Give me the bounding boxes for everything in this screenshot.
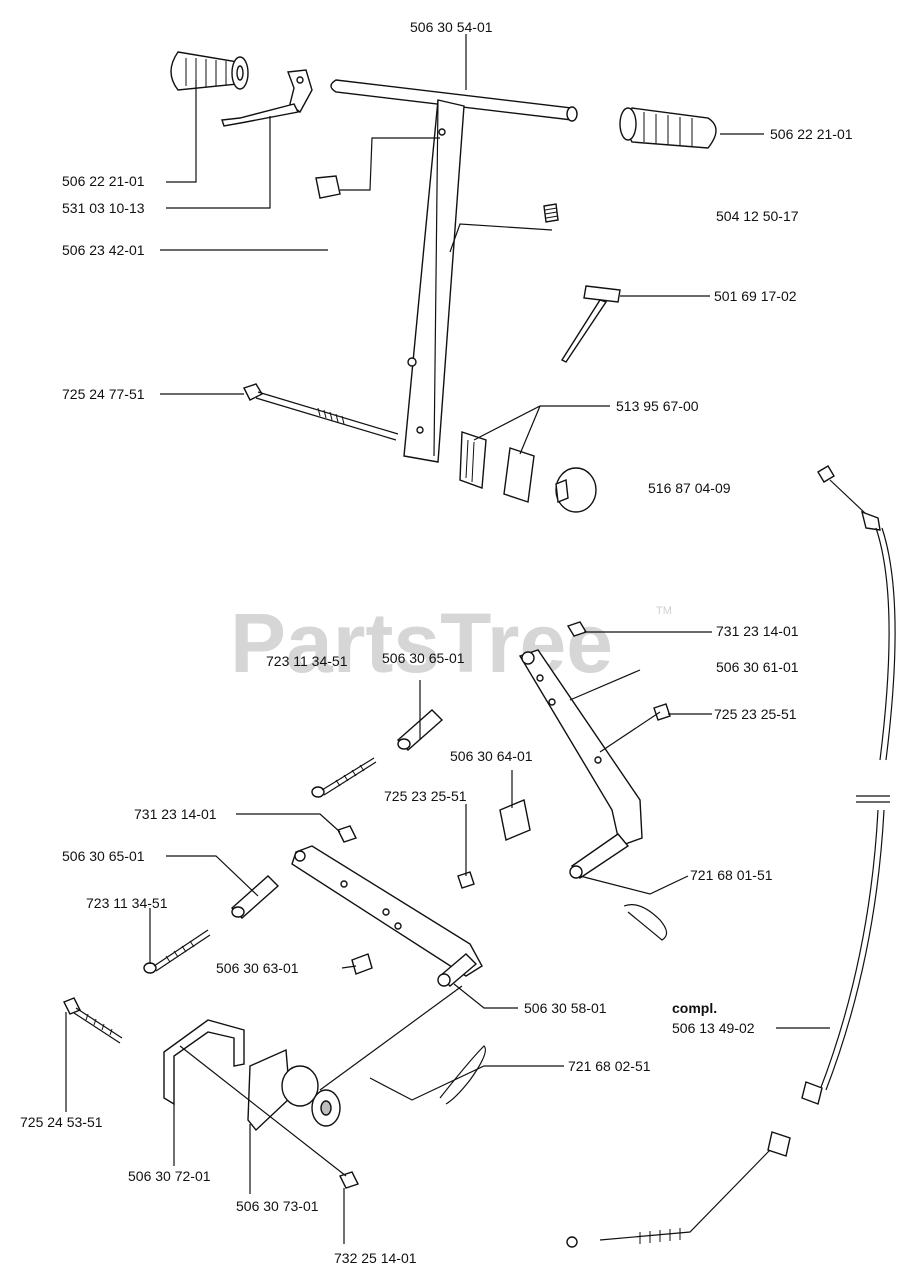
pivot-pin-lower: [437, 953, 478, 987]
handle-tube: [403, 99, 465, 463]
spring-part: [543, 203, 559, 223]
label-516870409: 516 87 04-09: [648, 480, 731, 496]
hairpin-clip-upper: [623, 904, 668, 941]
label-504125017: 504 12 50-17: [716, 208, 799, 224]
label-506307201: 506 30 72-01: [128, 1168, 211, 1184]
throttle-cable: [566, 465, 896, 1248]
label-731231401-mid: 731 23 14-01: [134, 806, 217, 822]
right-grip: [619, 107, 717, 149]
label-506306501-top: 506 30 65-01: [382, 650, 465, 666]
label-725245351: 725 24 53-51: [20, 1114, 103, 1130]
clip-part: [315, 175, 341, 199]
label-725232551-mid: 725 23 25-51: [384, 788, 467, 804]
label-506305401: 506 30 54-01: [410, 19, 493, 35]
label-731231401-top: 731 23 14-01: [716, 623, 799, 639]
label-506307301: 506 30 73-01: [236, 1198, 319, 1214]
watermark-trademark: TM: [656, 605, 672, 617]
hairpin-clip-lower: [439, 1045, 486, 1105]
lower-bracket: [291, 845, 483, 977]
spacer-nut-506306301: [351, 953, 373, 975]
label-501691702: 501 69 17-02: [714, 288, 797, 304]
pivot-pin-upper: [569, 833, 630, 879]
label-725232551-right: 725 23 25-51: [714, 706, 797, 722]
upper-bracket: [518, 649, 643, 847]
pivot-mount: [247, 1048, 341, 1132]
u-bracket: [163, 1019, 245, 1106]
label-506305801: 506 30 58-01: [524, 1000, 607, 1016]
nut-lower: [339, 1171, 359, 1189]
spacer-nut-506306401: [499, 799, 531, 841]
tee-wrench: [560, 285, 621, 363]
label-721680151: 721 68 01-51: [690, 867, 773, 883]
label-506306101: 506 30 61-01: [716, 659, 799, 675]
handle-crossbar: [330, 79, 578, 122]
label-723113451-mid: 723 11 34-51: [86, 895, 168, 911]
label-506234201: 506 23 42-01: [62, 242, 145, 258]
label-531031013: 531 03 10-13: [62, 200, 145, 216]
left-grip: [170, 51, 249, 91]
label-compl: compl.: [672, 1000, 717, 1016]
upper-screw: [311, 757, 377, 798]
screw-upper-right: [653, 703, 671, 721]
lower-spacer: [230, 875, 280, 919]
label-506134902: 506 13 49-02: [672, 1020, 755, 1036]
handle-lock-knob: [459, 431, 597, 513]
nut-mid: [337, 825, 357, 843]
label-725247751: 725 24 77-51: [62, 386, 145, 402]
label-506222101-left: 506 22 21-01: [62, 173, 145, 189]
throttle-lever: [221, 69, 313, 127]
label-732251401: 732 25 14-01: [334, 1250, 417, 1266]
leader-lines: [65, 34, 830, 1244]
label-506306501-mid: 506 30 65-01: [62, 848, 145, 864]
label-723113451-top: 723 11 34-51: [266, 653, 348, 669]
label-721680251: 721 68 02-51: [568, 1058, 651, 1074]
label-506306401: 506 30 64-01: [450, 748, 533, 764]
label-513956700: 513 95 67-00: [616, 398, 699, 414]
label-506306301: 506 30 63-01: [216, 960, 299, 976]
label-506222101-right: 506 22 21-01: [770, 126, 853, 142]
handle-bolt: [243, 383, 399, 441]
lower-screw: [143, 929, 211, 974]
long-bolt-lower: [63, 997, 123, 1044]
